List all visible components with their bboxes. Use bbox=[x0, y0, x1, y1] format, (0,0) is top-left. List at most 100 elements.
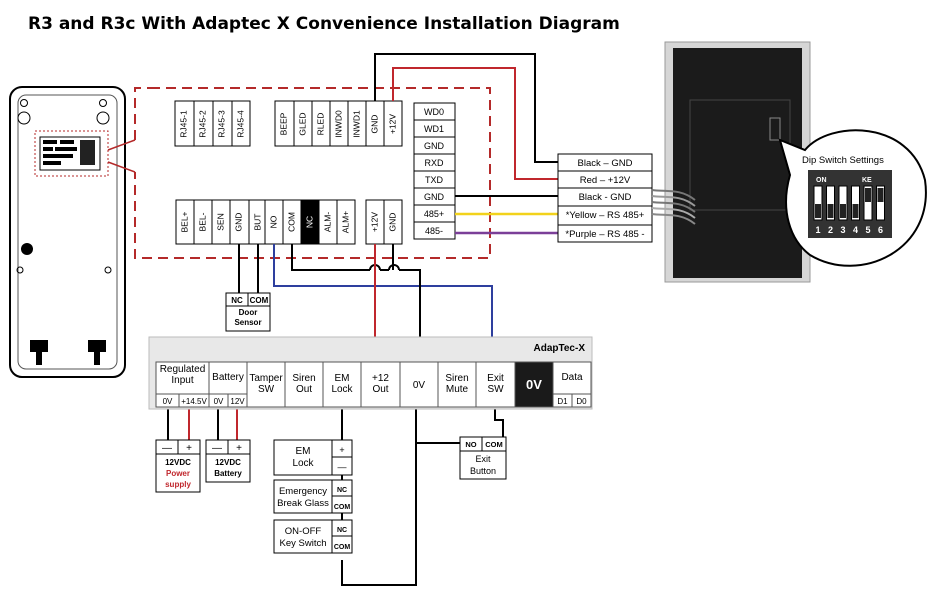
reader-bottom-pin: COM bbox=[286, 212, 296, 232]
reader-bottom-pin: GND bbox=[387, 213, 397, 232]
door-sensor: NC COM Door Sensor bbox=[225, 292, 271, 332]
adaptec-section-label: 0V bbox=[526, 377, 542, 392]
dip-number: 3 bbox=[840, 225, 845, 235]
door-sensor-label: Door Sensor bbox=[234, 308, 262, 327]
glass-line2: Break Glass bbox=[277, 498, 329, 509]
ps-line1: 12VDC bbox=[165, 458, 191, 467]
reader-right-pin: GND bbox=[424, 141, 445, 151]
glass-nc: NC bbox=[337, 487, 347, 494]
door-sensor-nc: NC bbox=[231, 296, 243, 305]
dip-switch bbox=[863, 185, 873, 221]
em-line2: Lock bbox=[292, 458, 314, 469]
zoom-region bbox=[134, 87, 491, 259]
exit-line2: Button bbox=[470, 466, 496, 476]
cable-label: *Yellow – RS 485+ bbox=[566, 210, 645, 221]
dip-number: 2 bbox=[828, 225, 833, 235]
adaptec-sub-label: +14.5V bbox=[181, 397, 207, 406]
reader-top-pin: RJ45-1 bbox=[178, 110, 188, 138]
exit-no: NO bbox=[465, 440, 476, 449]
dip-number: 1 bbox=[815, 225, 820, 235]
glass-com: COM bbox=[334, 504, 351, 511]
adaptec-name: AdapTec-X bbox=[534, 343, 586, 354]
reader-top-pin: RJ45-4 bbox=[235, 110, 245, 138]
exit-com: COM bbox=[485, 440, 503, 449]
reader-right-pin: 485- bbox=[425, 226, 443, 236]
battery: — + 12VDC Battery bbox=[205, 439, 251, 483]
em-lock: EM Lock + — bbox=[273, 439, 353, 476]
reader-bottom-pin: +12V bbox=[369, 212, 379, 232]
em-plus: + bbox=[339, 445, 344, 455]
dip-switch bbox=[851, 185, 860, 221]
reader-bottom-pin: ALM+ bbox=[340, 211, 350, 233]
em-line1: EM bbox=[296, 446, 311, 457]
adaptec-sub-label: 0V bbox=[163, 397, 173, 406]
reader-top-pin: BEEP bbox=[278, 112, 288, 135]
reader-device bbox=[9, 86, 136, 378]
reader-top-pin: GLED bbox=[297, 112, 307, 135]
reader-bottom-pin: ALM- bbox=[322, 212, 332, 232]
reader-right-pin: WD1 bbox=[424, 124, 444, 134]
bat-minus: — bbox=[212, 443, 222, 454]
dip-ke: KE bbox=[862, 177, 872, 184]
dip-number: 6 bbox=[878, 225, 883, 235]
adaptec-section-label: 0V bbox=[413, 380, 426, 391]
adaptec-sub-label: D1 bbox=[557, 397, 568, 406]
reader-top-pin: +12V bbox=[387, 114, 397, 134]
bat-line1: 12VDC bbox=[215, 458, 241, 467]
reader-bottom-pin: BUT bbox=[252, 214, 262, 231]
key-com: COM bbox=[334, 544, 351, 551]
reader-right-pin: RXD bbox=[424, 158, 444, 168]
reader-top-pin: RJ45-3 bbox=[216, 110, 226, 138]
dip-number: 5 bbox=[865, 225, 870, 235]
reader-top-pin: RLED bbox=[315, 113, 325, 136]
reader-right-pin: 485+ bbox=[424, 209, 444, 219]
dip-title: Dip Switch Settings bbox=[802, 155, 884, 166]
reader-bottom-pin: NC bbox=[304, 216, 314, 228]
dip-number: 4 bbox=[853, 225, 858, 235]
exit-button: NO COM Exit Button bbox=[459, 436, 507, 480]
reader-right-pin: TXD bbox=[425, 175, 444, 185]
ps-minus: — bbox=[162, 443, 172, 454]
wires bbox=[167, 53, 558, 586]
em-minus: — bbox=[338, 462, 347, 472]
bat-plus: + bbox=[236, 443, 242, 454]
reader-top-pin: INWD0 bbox=[333, 110, 343, 138]
adaptec-sub-label: 12V bbox=[230, 397, 245, 406]
adaptec-sub-label: 0V bbox=[214, 397, 224, 406]
dip-switch bbox=[876, 185, 885, 221]
reader-bottom-pin: GND bbox=[233, 213, 243, 232]
dip-switch bbox=[813, 185, 823, 221]
reader-bottom-pin: NO bbox=[268, 215, 278, 228]
cable-label: *Purple – RS 485 - bbox=[565, 229, 644, 240]
adaptec-section-label: Data bbox=[561, 372, 583, 383]
key-nc: NC bbox=[337, 527, 347, 534]
reader-right-pin: WD0 bbox=[424, 107, 444, 117]
reader-top-pin: INWD1 bbox=[351, 110, 361, 138]
cable-label: Black - GND bbox=[579, 192, 632, 203]
bat-line2: Battery bbox=[214, 469, 242, 478]
dip-switch bbox=[838, 185, 848, 221]
cable-label: Red – +12V bbox=[580, 175, 631, 186]
reader-right-pin: GND bbox=[424, 192, 445, 202]
diagram-title: R3 and R3c With Adaptec X Convenience In… bbox=[28, 14, 620, 34]
ps-line2: Power bbox=[166, 469, 190, 478]
break-glass: Emergency Break Glass NC COM bbox=[273, 479, 353, 514]
key-switch: ON-OFF Key Switch NC COM bbox=[273, 519, 353, 554]
door-sensor-com: COM bbox=[250, 296, 269, 305]
reader-top-pin: GND bbox=[369, 115, 379, 134]
